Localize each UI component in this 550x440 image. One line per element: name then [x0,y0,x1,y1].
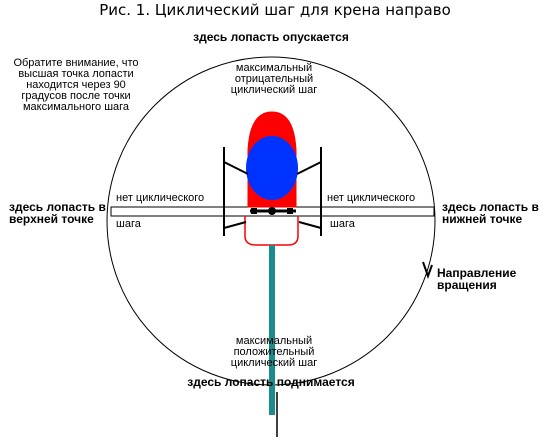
label-no-cyclic-right-2: шага [330,218,355,230]
left-skid [223,147,249,236]
label-blade-rises: здесь лопасть поднимается [187,375,355,389]
label-blade-descends: здесь лопасть опускается [193,30,349,44]
label-blade-top-point: здесь лопасть в верхней точке [9,200,106,226]
rotor-hub [250,207,296,215]
label-rotation-direction: Направление вращения [437,266,517,292]
label-max-negative-cyclic: максимальный отрицательный циклический ш… [230,62,318,96]
label-no-cyclic-left-1: нет циклического [116,192,205,204]
cabin-blue [246,136,298,200]
rotation-arrow-icon [422,261,433,279]
right-skid [296,147,322,236]
tail-boom [269,245,275,415]
label-max-positive-cyclic: максимальный положительный циклический ш… [230,335,318,369]
label-no-cyclic-right-1: нет циклического [327,192,416,204]
note-text: Обратите внимание, что высшая точка лопа… [13,57,139,113]
figure-title: Рис. 1. Циклический шаг для крена направ… [99,1,451,19]
fuselage-tail-outline [244,216,299,246]
label-no-cyclic-left-2: шага [116,218,141,230]
label-blade-bottom-point: здесь лопасть в нижней точке [442,200,539,226]
